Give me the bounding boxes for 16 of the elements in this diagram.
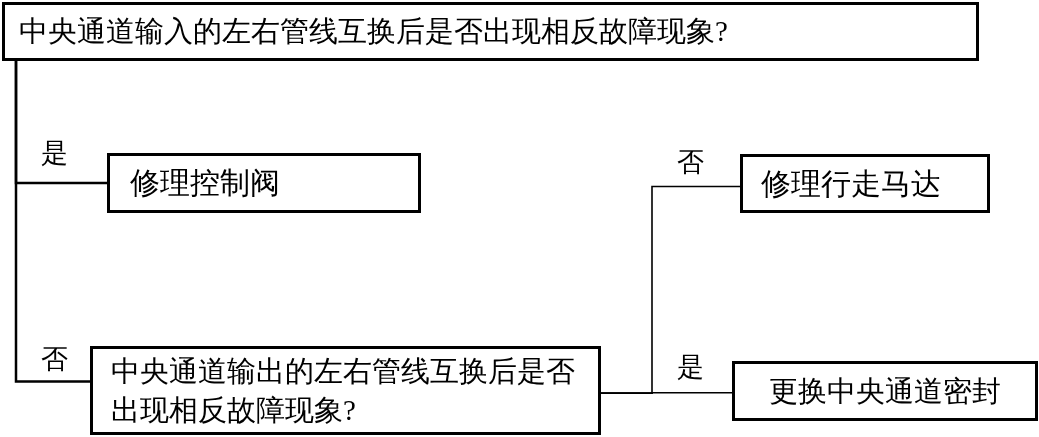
edge-label: 否 [41,345,68,374]
connector-line [600,392,733,394]
question-box [2,2,979,61]
edge-label: 是 [677,353,704,382]
question-text: 中央通道输入的左右管线互换后是否出现相反故障现象? [19,14,728,49]
action-text: 更换中央通道密封 [769,373,1001,409]
edge-label: 是 [41,139,68,168]
edge-label: 否 [677,148,704,177]
action-text: 修理控制阀 [130,165,280,201]
question-text: 中央通道输出的左右管线互换后是否出现相反故障现象? [111,353,576,428]
action-box [732,361,1038,421]
connector-line [14,61,90,383]
action-text: 修理行走马达 [761,165,941,202]
action-box [107,153,421,213]
action-box [740,154,990,213]
question-box [90,346,601,435]
